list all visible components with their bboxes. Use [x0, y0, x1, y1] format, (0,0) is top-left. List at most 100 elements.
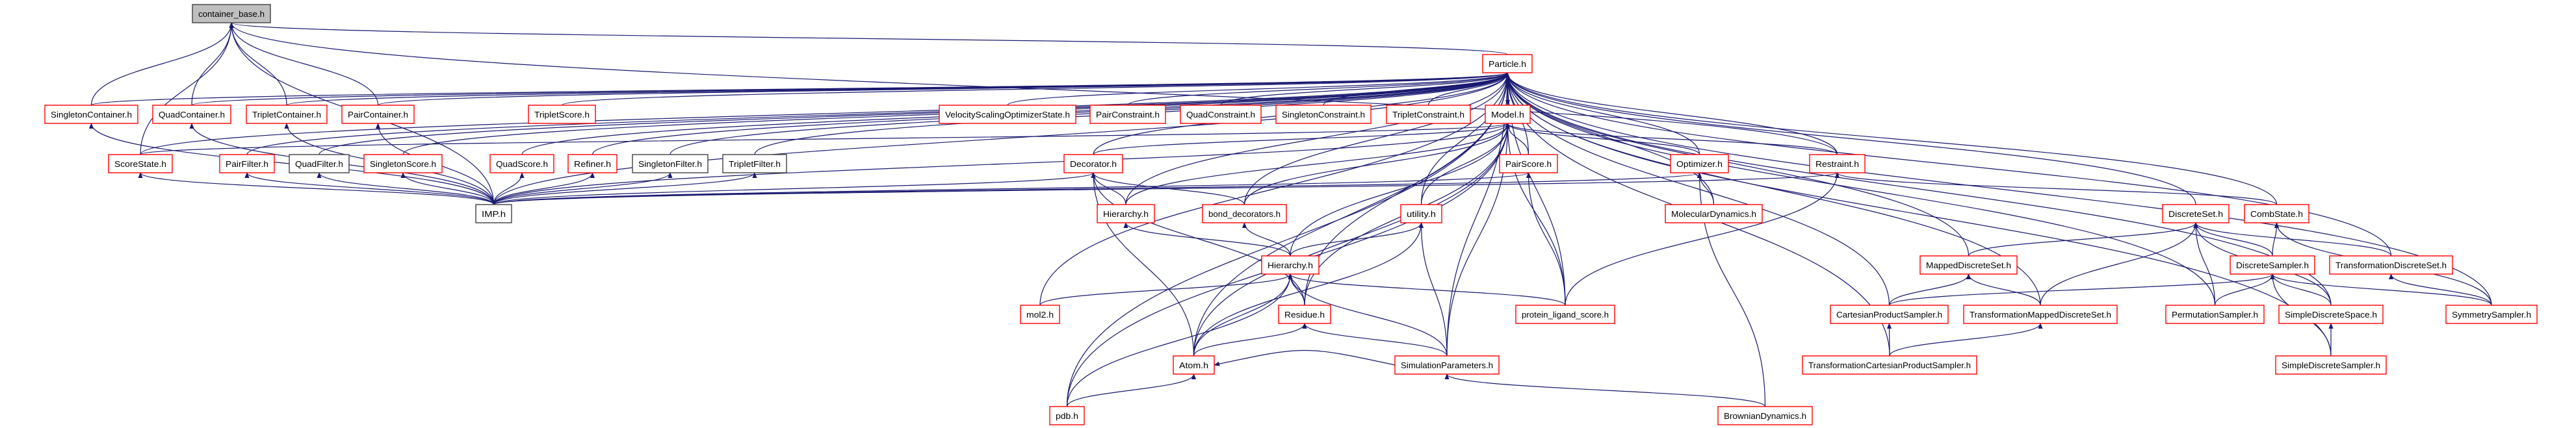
node-label: protein_ligand_score.h: [1522, 310, 1609, 320]
node-hierarchy-core[interactable]: Hierarchy.h: [1097, 204, 1155, 223]
node-box: [1063, 154, 1123, 173]
node-decorator[interactable]: Decorator.h: [1063, 154, 1123, 173]
node-box: [246, 105, 328, 124]
edge-imp-to-triplet-filter: [493, 172, 757, 205]
node-label: Atom.h: [1179, 360, 1208, 370]
node-simple-discrete-sampler[interactable]: SimpleDiscreteSampler.h: [2275, 355, 2387, 375]
node-molecular-dynamics[interactable]: MolecularDynamics.h: [1665, 204, 1763, 223]
node-box: [2329, 255, 2453, 275]
node-pair-container[interactable]: PairContainer.h: [341, 105, 415, 124]
node-box: [1202, 204, 1287, 223]
node-pdb[interactable]: pdb.h: [1049, 406, 1085, 425]
node-quad-score[interactable]: QuadScore.h: [489, 154, 554, 173]
edge-atom-to-hierarchy-atom: [1193, 273, 1293, 357]
node-velocity-scaling-optimizer-state[interactable]: VelocityScalingOptimizerState.h: [939, 105, 1076, 124]
edge-hierarchy-atom-to-hierarchy-core: [1123, 222, 1291, 257]
node-discrete-set[interactable]: DiscreteSet.h: [2162, 204, 2230, 223]
node-box: [1386, 105, 1471, 124]
edge-quad-filter-to-particle: [319, 72, 1510, 155]
node-label: QuadContainer.h: [159, 110, 225, 120]
node-label: PermutationSampler.h: [2172, 310, 2258, 320]
node-label: QuadConstraint.h: [1186, 110, 1255, 120]
node-box: [1394, 355, 1500, 375]
edge-optimizer-to-model: [1505, 123, 1700, 155]
node-container-base[interactable]: container_base.h: [192, 4, 271, 23]
node-brownian-dynamics[interactable]: BrownianDynamics.h: [1717, 406, 1813, 425]
edge-discrete-sampler-to-comb-state: [2272, 222, 2280, 257]
node-triplet-constraint[interactable]: TripletConstraint.h: [1386, 105, 1471, 124]
node-atom[interactable]: Atom.h: [1173, 355, 1215, 375]
edge-mapped-discrete-set-to-discrete-set: [1968, 222, 2198, 257]
node-label: CartesianProductSampler.h: [1836, 310, 1942, 320]
node-triplet-container[interactable]: TripletContainer.h: [246, 105, 328, 124]
node-optimizer[interactable]: Optimizer.h: [1670, 154, 1729, 173]
node-particle[interactable]: Particle.h: [1482, 54, 1533, 73]
node-label: MappedDiscreteSet.h: [1926, 260, 2011, 270]
node-label: Hierarchy.h: [1103, 209, 1149, 219]
edge-transformation-discrete-set-to-particle: [1505, 72, 2392, 257]
node-box: [219, 154, 275, 173]
node-transformation-cartesian-product-sampler[interactable]: TransformationCartesianProductSampler.h: [1802, 355, 1977, 375]
edge-imp-to-model: [493, 123, 1510, 205]
node-label: container_base.h: [198, 9, 265, 19]
node-label: TransformationMappedDiscreteSet.h: [1970, 310, 2111, 320]
node-box: [2162, 204, 2230, 223]
node-singleton-constraint[interactable]: SingletonConstraint.h: [1275, 105, 1372, 124]
node-label: DiscreteSampler.h: [2236, 260, 2309, 270]
node-box: [108, 154, 173, 173]
node-box: [2230, 255, 2315, 275]
node-quad-filter[interactable]: QuadFilter.h: [289, 154, 350, 173]
node-hierarchy-atom[interactable]: Hierarchy.h: [1261, 255, 1320, 275]
node-label: SingletonFilter.h: [638, 159, 702, 169]
node-refiner[interactable]: Refiner.h: [567, 154, 618, 173]
node-singleton-container[interactable]: SingletonContainer.h: [44, 105, 138, 124]
node-label: utility.h: [1407, 209, 1436, 219]
node-label: Particle.h: [1489, 59, 1526, 69]
node-utility[interactable]: utility.h: [1400, 204, 1442, 223]
node-pair-filter[interactable]: PairFilter.h: [219, 154, 275, 173]
node-label: Optimizer.h: [1676, 159, 1723, 169]
edge-comb-state-to-particle: [1505, 72, 2278, 205]
node-residue[interactable]: Residue.h: [1278, 305, 1331, 324]
node-singleton-filter[interactable]: SingletonFilter.h: [632, 154, 709, 173]
node-label: Refiner.h: [574, 159, 611, 169]
node-protein-ligand-score[interactable]: protein_ligand_score.h: [1515, 305, 1615, 324]
edge-utility-to-model: [1420, 123, 1511, 205]
node-quad-constraint[interactable]: QuadConstraint.h: [1180, 105, 1262, 124]
edge-symmetry-sampler-to-discrete-sampler: [2270, 273, 2492, 306]
node-permutation-sampler[interactable]: PermutationSampler.h: [2165, 305, 2265, 324]
node-mol2[interactable]: mol2.h: [1020, 305, 1060, 324]
node-imp[interactable]: IMP.h: [475, 204, 512, 223]
node-triplet-score[interactable]: TripletScore.h: [528, 105, 596, 124]
node-transformation-mapped-discrete-set[interactable]: TransformationMappedDiscreteSet.h: [1963, 305, 2118, 324]
node-bond-decorators[interactable]: bond_decorators.h: [1202, 204, 1287, 223]
node-model[interactable]: Model.h: [1485, 105, 1531, 124]
edge-imp-to-score-state: [138, 172, 495, 205]
node-mapped-discrete-set[interactable]: MappedDiscreteSet.h: [1919, 255, 2018, 275]
node-comb-state[interactable]: CombState.h: [2244, 204, 2309, 223]
node-box: [44, 105, 138, 124]
node-label: TripletContainer.h: [252, 110, 321, 120]
node-discrete-sampler[interactable]: DiscreteSampler.h: [2230, 255, 2315, 275]
node-box: [1665, 204, 1763, 223]
node-restraint[interactable]: Restraint.h: [1809, 154, 1866, 173]
edge-score-state-to-model: [140, 123, 1510, 155]
node-triplet-filter[interactable]: TripletFilter.h: [722, 154, 787, 173]
node-pair-constraint[interactable]: PairConstraint.h: [1089, 105, 1166, 124]
node-label: MolecularDynamics.h: [1671, 209, 1756, 219]
node-simple-discrete-space[interactable]: SimpleDiscreteSpace.h: [2278, 305, 2384, 324]
node-pair-score[interactable]: PairScore.h: [1499, 154, 1558, 173]
node-simulation-parameters[interactable]: SimulationParameters.h: [1394, 355, 1500, 375]
node-transformation-discrete-set[interactable]: TransformationDiscreteSet.h: [2329, 255, 2453, 275]
node-singleton-score[interactable]: SingletonScore.h: [363, 154, 443, 173]
node-box: [1261, 255, 1320, 275]
node-cartesian-product-sampler[interactable]: CartesianProductSampler.h: [1830, 305, 1949, 324]
node-label: TransformationDiscreteSet.h: [2335, 260, 2447, 270]
node-label: PairScore.h: [1505, 159, 1552, 169]
edge-restraint-to-particle: [1505, 72, 1838, 155]
node-quad-container[interactable]: QuadContainer.h: [152, 105, 231, 124]
node-box: [722, 154, 787, 173]
node-label: TripletFilter.h: [729, 159, 781, 169]
node-score-state[interactable]: ScoreState.h: [108, 154, 173, 173]
node-symmetry-sampler[interactable]: SymmetrySampler.h: [2445, 305, 2538, 324]
